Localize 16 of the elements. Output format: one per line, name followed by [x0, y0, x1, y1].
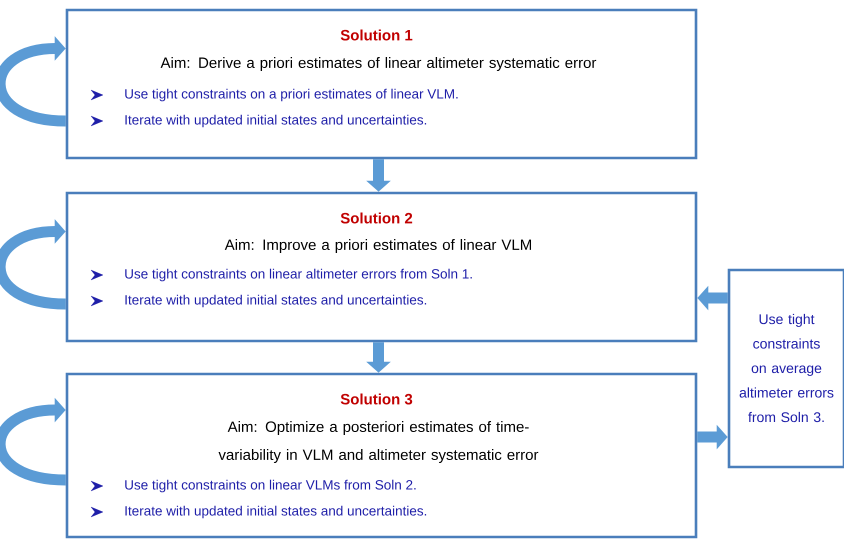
note-text: Use tight constraints on average altimeter errors from Soln 3.	[740, 314, 834, 422]
bullet-text: Use tight constraints on a priori estimates of linear VLM.	[125, 88, 458, 102]
block-arrow	[0, 36, 66, 126]
bullet-text: Use tight constraints on linear altimeter errors from Soln 1.	[125, 268, 472, 282]
box-title: Solution 1	[340, 30, 412, 40]
aim-text: Aim: Optimize a posteriori estimates of time-variability in VLM and altimeter systematic error	[218, 421, 538, 463]
block-arrow	[0, 398, 66, 486]
box-title: Solution 3	[340, 394, 412, 405]
aim-text: Aim: Derive a priori estimates of linear altimeter systematic error	[160, 57, 596, 71]
bullet-text: Use tight constraints on linear VLMs from Soln 2.	[125, 480, 416, 492]
bullet-text: Iterate with updated initial states and uncertainties.	[125, 114, 426, 128]
bullet-text: Iterate with updated initial states and uncertainties.	[125, 506, 426, 518]
bullet-text: Iterate with updated initial states and uncertainties.	[125, 294, 426, 308]
box-title: Solution 2	[340, 212, 412, 224]
aim-text: Aim: Improve a priori estimates of linear VLM	[224, 239, 532, 253]
block-arrow	[0, 219, 66, 310]
